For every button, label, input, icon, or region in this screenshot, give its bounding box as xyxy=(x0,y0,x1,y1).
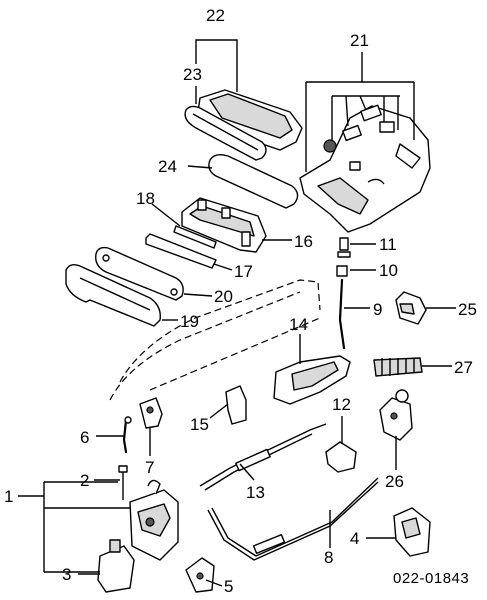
callout-labels: 22 23 21 24 18 16 17 20 19 11 10 9 25 14… xyxy=(4,6,477,596)
part-24-gasket xyxy=(208,153,299,209)
callout-16: 16 xyxy=(294,232,313,251)
leader-lines xyxy=(18,39,456,587)
callout-11: 11 xyxy=(379,235,397,254)
callout-22: 22 xyxy=(206,6,225,25)
callout-13: 13 xyxy=(246,483,265,502)
part-15-clip xyxy=(225,385,247,425)
part-21-lock-carrier xyxy=(299,104,431,233)
callout-9: 9 xyxy=(373,300,382,319)
part-22-23-handle-bracket xyxy=(184,89,303,161)
part-4-bracket xyxy=(393,507,431,557)
part-14-inner-handle xyxy=(273,355,351,405)
part-27-boot xyxy=(373,357,423,377)
callout-12: 12 xyxy=(332,395,351,414)
part-16-18-handle-frame xyxy=(173,197,267,253)
part-25-bracket xyxy=(395,291,427,325)
callout-1: 1 xyxy=(4,487,13,506)
part-26-lock-cylinder xyxy=(379,389,413,441)
part-1-latch xyxy=(129,479,179,561)
callout-19: 19 xyxy=(180,312,199,331)
callout-17: 17 xyxy=(234,262,253,281)
part-12-actuator xyxy=(325,441,357,473)
part-6-rod xyxy=(122,416,132,454)
callout-15: 15 xyxy=(190,415,209,434)
part-2-screw xyxy=(118,465,128,500)
part-5-bracket xyxy=(185,557,215,593)
callout-7: 7 xyxy=(145,458,154,477)
callout-3: 3 xyxy=(62,565,71,584)
callout-24: 24 xyxy=(158,157,177,176)
part-8-cable xyxy=(207,477,379,561)
part-9-10-11-rod xyxy=(336,237,351,350)
callout-27: 27 xyxy=(454,358,473,377)
callout-18: 18 xyxy=(136,189,155,208)
callout-5: 5 xyxy=(224,577,233,596)
callout-21: 21 xyxy=(350,31,369,50)
part-13-cable xyxy=(199,423,327,491)
callout-26: 26 xyxy=(385,472,404,491)
callout-2: 2 xyxy=(80,471,89,490)
callout-4: 4 xyxy=(350,529,359,548)
part-19-outer-handle xyxy=(65,263,161,327)
reference-code: 022-01843 xyxy=(393,570,469,587)
callout-8: 8 xyxy=(324,548,333,567)
part-20-handle-cover xyxy=(95,246,184,301)
callout-10: 10 xyxy=(379,261,398,280)
door-outline xyxy=(109,279,321,401)
part-3-actuator xyxy=(97,539,135,593)
callout-6: 6 xyxy=(80,428,89,447)
callout-25: 25 xyxy=(458,300,477,319)
callout-20: 20 xyxy=(214,287,233,306)
callout-14: 14 xyxy=(289,315,308,334)
callout-23: 23 xyxy=(183,65,202,84)
part-7-latch-clip xyxy=(139,397,163,429)
